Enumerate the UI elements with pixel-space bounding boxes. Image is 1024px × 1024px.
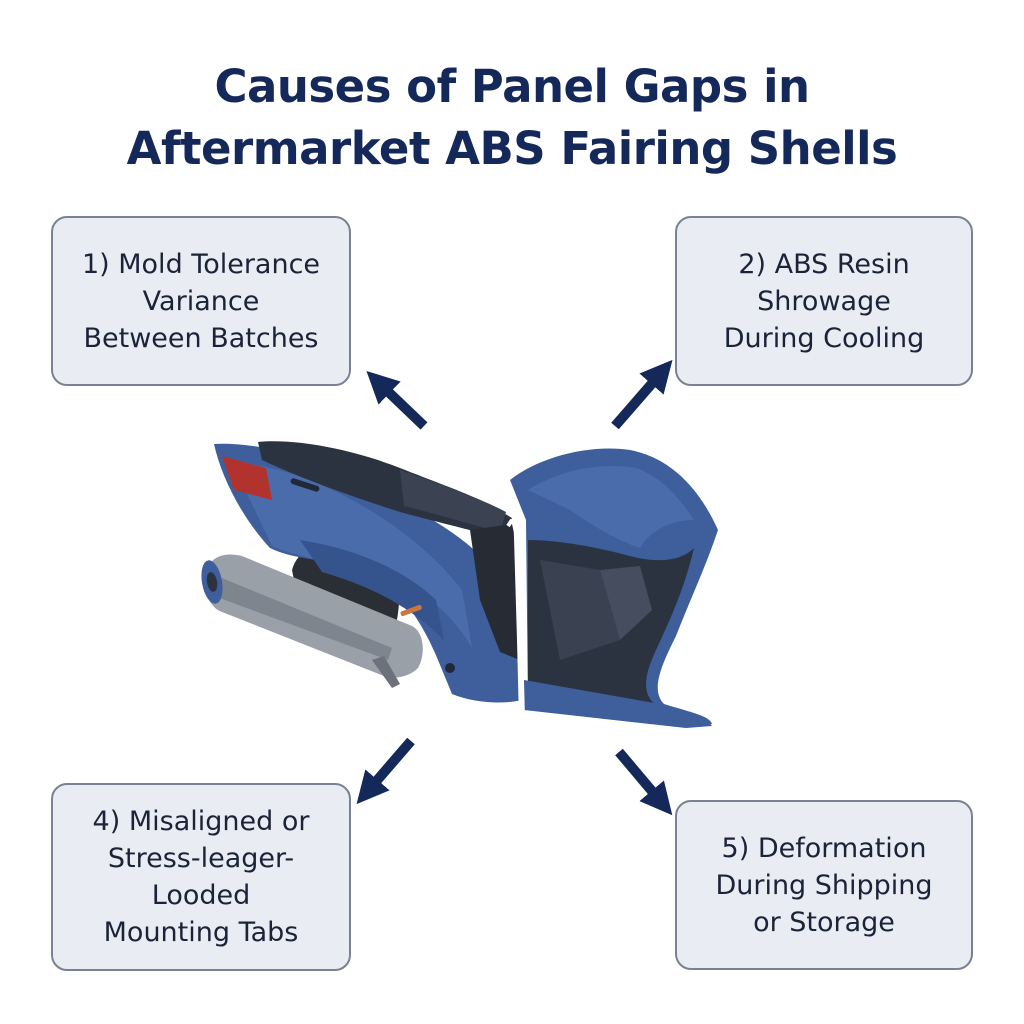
cause-box-mold-tolerance: 1) Mold Tolerance Variance Between Batch… — [51, 216, 351, 386]
cause-4-line-2: Stress-leager- — [107, 843, 295, 874]
cause-2-line-3: During Cooling — [723, 322, 925, 354]
diagram-title: Causes of Panel Gaps in Aftermarket ABS … — [0, 56, 1024, 180]
arrow-down-right-icon — [615, 748, 673, 816]
title-line-2: Aftermarket ABS Fairing Shells — [126, 122, 898, 175]
arrow-up-right-icon — [611, 359, 673, 430]
cause-2-line-2: Shrowage — [757, 285, 891, 317]
cause-box-mounting-tabs: 4) Misaligned or Stress-leager- Looded M… — [51, 783, 351, 971]
cause-2-line-1: 2) ABS Resin — [738, 248, 910, 280]
arrow-down-left-icon — [356, 737, 415, 805]
cause-4-line-3: Looded — [151, 880, 251, 911]
cause-5-line-1: 5) Deformation — [721, 832, 927, 864]
cause-1-line-1: 1) Mold Tolerance — [81, 248, 321, 280]
title-line-1: Causes of Panel Gaps in — [214, 60, 810, 113]
arrow-up-left-icon — [366, 370, 428, 430]
cause-4-line-1: 4) Misaligned or — [92, 806, 310, 837]
taillight-icon — [222, 456, 272, 500]
cause-5-line-2: During Shipping — [715, 869, 933, 901]
cause-1-line-3: Between Batches — [83, 322, 319, 354]
motorcycle-fairing-icon — [201, 441, 718, 728]
cause-1-line-2: Variance — [142, 285, 260, 317]
cause-4-line-4: Mounting Tabs — [103, 917, 299, 948]
cause-box-resin-shrinkage: 2) ABS Resin Shrowage During Cooling — [675, 216, 973, 386]
cause-5-line-3: or Storage — [753, 906, 895, 938]
cause-box-shipping-deformation: 5) Deformation During Shipping or Storag… — [675, 800, 973, 970]
